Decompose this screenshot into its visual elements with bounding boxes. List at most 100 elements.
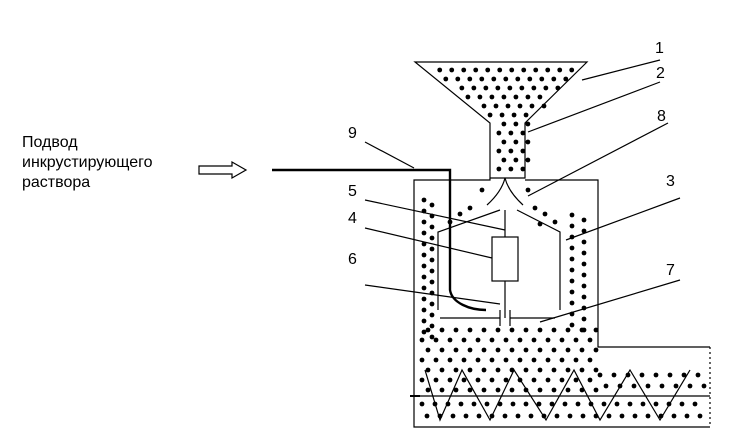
seed-particle xyxy=(639,372,645,378)
seed-particle xyxy=(497,401,503,407)
seed-particle xyxy=(593,413,599,419)
seed-particle xyxy=(502,413,508,419)
seed-particle xyxy=(429,213,435,219)
seed-particle xyxy=(453,347,459,353)
seed-particle xyxy=(505,103,511,109)
callout-1: 1 xyxy=(655,40,664,57)
callout-5: 5 xyxy=(348,183,357,200)
callout-7: 7 xyxy=(666,262,675,279)
spreading-cone xyxy=(486,177,524,206)
seed-particle xyxy=(421,219,427,225)
seed-particle xyxy=(569,267,575,273)
seed-particle xyxy=(569,311,575,317)
seed-particle xyxy=(671,413,677,419)
seed-particle xyxy=(681,372,687,378)
seed-particle xyxy=(510,401,516,407)
seed-particle xyxy=(481,387,487,393)
seed-particle xyxy=(541,103,547,109)
seed-particle xyxy=(517,103,523,109)
inner-chamber xyxy=(437,209,561,310)
seed-particle xyxy=(429,312,435,318)
seed-particle xyxy=(565,367,571,373)
seed-particle xyxy=(419,337,425,343)
seed-particle xyxy=(603,383,609,389)
seed-particle xyxy=(424,413,430,419)
seed-particle xyxy=(473,67,479,73)
seed-particle xyxy=(520,130,526,136)
seed-particle xyxy=(569,223,575,229)
seed-particle xyxy=(581,272,587,278)
seed-particle xyxy=(537,221,543,227)
seed-particle xyxy=(503,337,509,343)
seed-particle xyxy=(521,67,527,73)
seed-particle xyxy=(659,383,665,389)
seed-particle xyxy=(581,283,587,289)
seed-particle xyxy=(579,367,585,373)
seed-particle xyxy=(537,327,543,333)
seed-particle xyxy=(509,347,515,353)
seed-particle xyxy=(503,357,509,363)
seed-particle xyxy=(445,401,451,407)
seed-particle xyxy=(523,112,529,118)
seed-particle xyxy=(532,205,538,211)
callout-2: 2 xyxy=(656,65,665,82)
seed-particle xyxy=(501,94,507,100)
seed-particle xyxy=(573,337,579,343)
leader-lines xyxy=(364,59,681,323)
seed-particle xyxy=(425,387,431,393)
seed-particle xyxy=(509,327,515,333)
seed-particle xyxy=(496,148,502,154)
seed-particle xyxy=(471,401,477,407)
seed-particle xyxy=(495,327,501,333)
seed-particle xyxy=(439,387,445,393)
seed-particle xyxy=(475,357,481,363)
seed-particle xyxy=(581,239,587,245)
seed-particle xyxy=(450,413,456,419)
seed-particle xyxy=(569,67,575,73)
seed-particle xyxy=(447,337,453,343)
seed-particle xyxy=(653,372,659,378)
seed-particle xyxy=(563,76,569,82)
seed-particle xyxy=(569,245,575,251)
seed-particle xyxy=(684,413,690,419)
seed-particle xyxy=(476,413,482,419)
seed-particle xyxy=(501,121,507,127)
callout-9: 9 xyxy=(348,125,357,142)
seed-particle xyxy=(581,228,587,234)
seed-particle xyxy=(523,367,529,373)
seed-particle xyxy=(459,85,465,91)
seed-particle xyxy=(465,94,471,100)
seed-particle xyxy=(541,413,547,419)
seed-particle xyxy=(496,166,502,172)
seed-particle xyxy=(508,148,514,154)
seed-particle xyxy=(439,327,445,333)
seed-particle xyxy=(479,187,485,193)
seed-particle xyxy=(429,323,435,329)
seed-particle xyxy=(611,372,617,378)
seed-particle xyxy=(523,401,529,407)
seed-particle xyxy=(425,327,431,333)
seed-particle xyxy=(527,76,533,82)
seed-particle xyxy=(679,401,685,407)
seed-particle xyxy=(588,401,594,407)
seed-particle xyxy=(565,347,571,353)
seed-particle xyxy=(493,103,499,109)
seed-particle xyxy=(525,157,531,163)
seed-particle xyxy=(579,327,585,333)
seed-particle xyxy=(489,337,495,343)
seed-particle xyxy=(501,157,507,163)
seed-particle xyxy=(471,85,477,91)
seed-particle xyxy=(569,212,575,218)
seed-particle xyxy=(467,367,473,373)
seed-particle xyxy=(537,347,543,353)
seed-particle xyxy=(421,263,427,269)
seed-particle xyxy=(640,401,646,407)
seed-particle xyxy=(439,347,445,353)
seed-particle xyxy=(545,357,551,363)
seed-particle xyxy=(475,337,481,343)
seed-particle xyxy=(542,211,548,217)
seed-particle xyxy=(531,337,537,343)
inlet-label-line-2: инкрустирующего xyxy=(22,154,153,171)
seed-particle xyxy=(429,224,435,230)
